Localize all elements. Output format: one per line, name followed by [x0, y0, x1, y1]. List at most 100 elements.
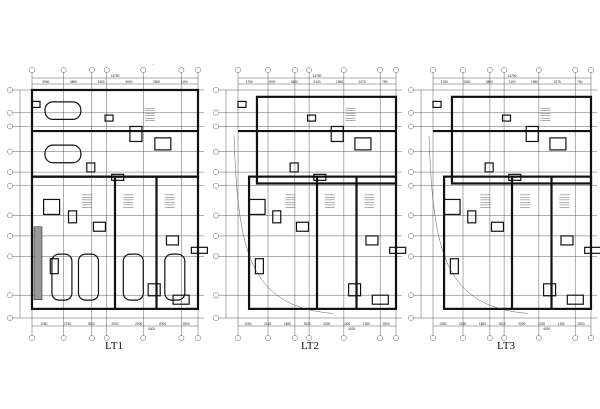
dimension-text: 2000	[183, 322, 190, 326]
dimension-text: 1300	[343, 322, 350, 326]
grid-bubble	[7, 253, 13, 260]
interior-fixture	[147, 283, 161, 297]
grid-bubble	[572, 67, 579, 73]
grid-bubble	[377, 67, 384, 73]
overall-dimension: 14750	[508, 74, 517, 78]
interior-fixture	[490, 221, 505, 232]
grid-bubble	[29, 335, 35, 341]
grid-bubble	[88, 335, 95, 341]
wall-upper-block	[30, 88, 200, 178]
grid-bubble	[408, 315, 414, 321]
dimension-text: 1950	[531, 80, 538, 84]
interior-fixture	[365, 235, 379, 246]
grid-bubble	[140, 335, 147, 341]
grid-bubble	[213, 292, 219, 299]
interior-fixture	[501, 114, 512, 122]
grid-bubble	[213, 110, 219, 116]
interior-fixture	[313, 173, 327, 181]
grid-bubble	[588, 335, 594, 341]
grid-bubble	[393, 335, 399, 341]
grid-bubble	[408, 182, 414, 189]
grid-bubble	[103, 335, 110, 341]
interior-fixture	[560, 235, 574, 246]
dimension-text: 2150	[459, 322, 466, 326]
grid-bubble	[408, 87, 414, 93]
grid-bubble	[341, 67, 347, 73]
grid-bubble	[213, 169, 219, 175]
car-icon	[77, 253, 100, 301]
dimension-text: 2000	[135, 322, 142, 326]
grid-bubble	[213, 87, 219, 93]
dimension-text: 1500	[463, 80, 470, 84]
grid-bubble	[408, 169, 414, 175]
plan-title-lt1: LT1	[105, 340, 123, 352]
grid-bubble	[487, 335, 493, 341]
dimension-text: 2100	[508, 80, 515, 84]
plan-title-lt2: LT2	[301, 340, 319, 352]
grid-bubble	[7, 169, 13, 175]
grid-bubble	[103, 67, 110, 73]
interior-fixture	[306, 114, 317, 122]
interior-fixture	[295, 221, 310, 232]
grid-bubble	[178, 67, 185, 73]
dimension-text: 2100	[313, 80, 320, 84]
interior-fixture	[104, 114, 114, 122]
dimension-text: 2000	[323, 322, 330, 326]
dimension-text: 1850	[479, 322, 486, 326]
grid-bubble	[430, 335, 436, 341]
grid-bubble	[265, 335, 271, 341]
boundary-curve	[428, 135, 528, 314]
grid-bubble	[588, 67, 594, 73]
grid-bubble	[408, 110, 414, 116]
grid-bubble	[501, 335, 507, 341]
grid-bubble	[408, 292, 414, 299]
interior-fixture	[484, 162, 494, 173]
dimension-text: 1750	[246, 80, 253, 84]
dimension-text: 1300	[538, 322, 545, 326]
grid-bubble	[292, 335, 298, 341]
grid-bubble	[408, 233, 414, 239]
interior-fixture	[348, 283, 362, 297]
grid-bubble	[572, 335, 579, 341]
dimension-text: 1300	[558, 322, 565, 326]
grid-bubble	[460, 67, 466, 73]
car-icon	[44, 144, 82, 164]
grid-bubble	[235, 67, 241, 73]
interior-fixture	[584, 246, 600, 254]
grid-bubble	[7, 182, 13, 189]
grid-bubble	[213, 212, 219, 219]
grid-bubble	[7, 292, 13, 299]
grid-bubble	[265, 67, 271, 73]
dimension-text: 1300	[363, 322, 370, 326]
grid-bubble	[460, 335, 466, 341]
dimension-total: 4000	[543, 327, 550, 331]
grid-bubble	[501, 67, 507, 73]
wall-lower-block	[442, 175, 593, 310]
dimension-text: 1500	[268, 80, 275, 84]
grid-bubble	[60, 335, 67, 341]
dimension-text: 2500	[153, 80, 160, 84]
wall-upper-block	[255, 95, 398, 185]
dimension-text: 1050	[40, 322, 47, 326]
dimension-total: 4000	[348, 327, 355, 331]
dimension-text: 1350	[98, 80, 105, 84]
grid-bubble	[7, 315, 13, 321]
grid-bubble	[178, 335, 185, 341]
grid-bubble	[487, 67, 493, 73]
interior-fixture	[86, 162, 96, 173]
dimension-text: 2000	[383, 322, 390, 326]
grid-bubble	[430, 67, 436, 73]
north-arrow-icon: ↑	[152, 63, 154, 67]
dimension-text: 2950	[42, 80, 49, 84]
interior-fixture	[190, 246, 208, 254]
dimension-text: 3000	[499, 322, 506, 326]
grid-bubble	[213, 123, 219, 130]
grid-bubble	[213, 148, 219, 155]
grid-bubble	[408, 123, 414, 130]
dimension-text: 2275	[554, 80, 561, 84]
grid-bubble	[377, 335, 384, 341]
interior-fixture	[566, 294, 584, 305]
grid-bubble	[7, 123, 13, 130]
